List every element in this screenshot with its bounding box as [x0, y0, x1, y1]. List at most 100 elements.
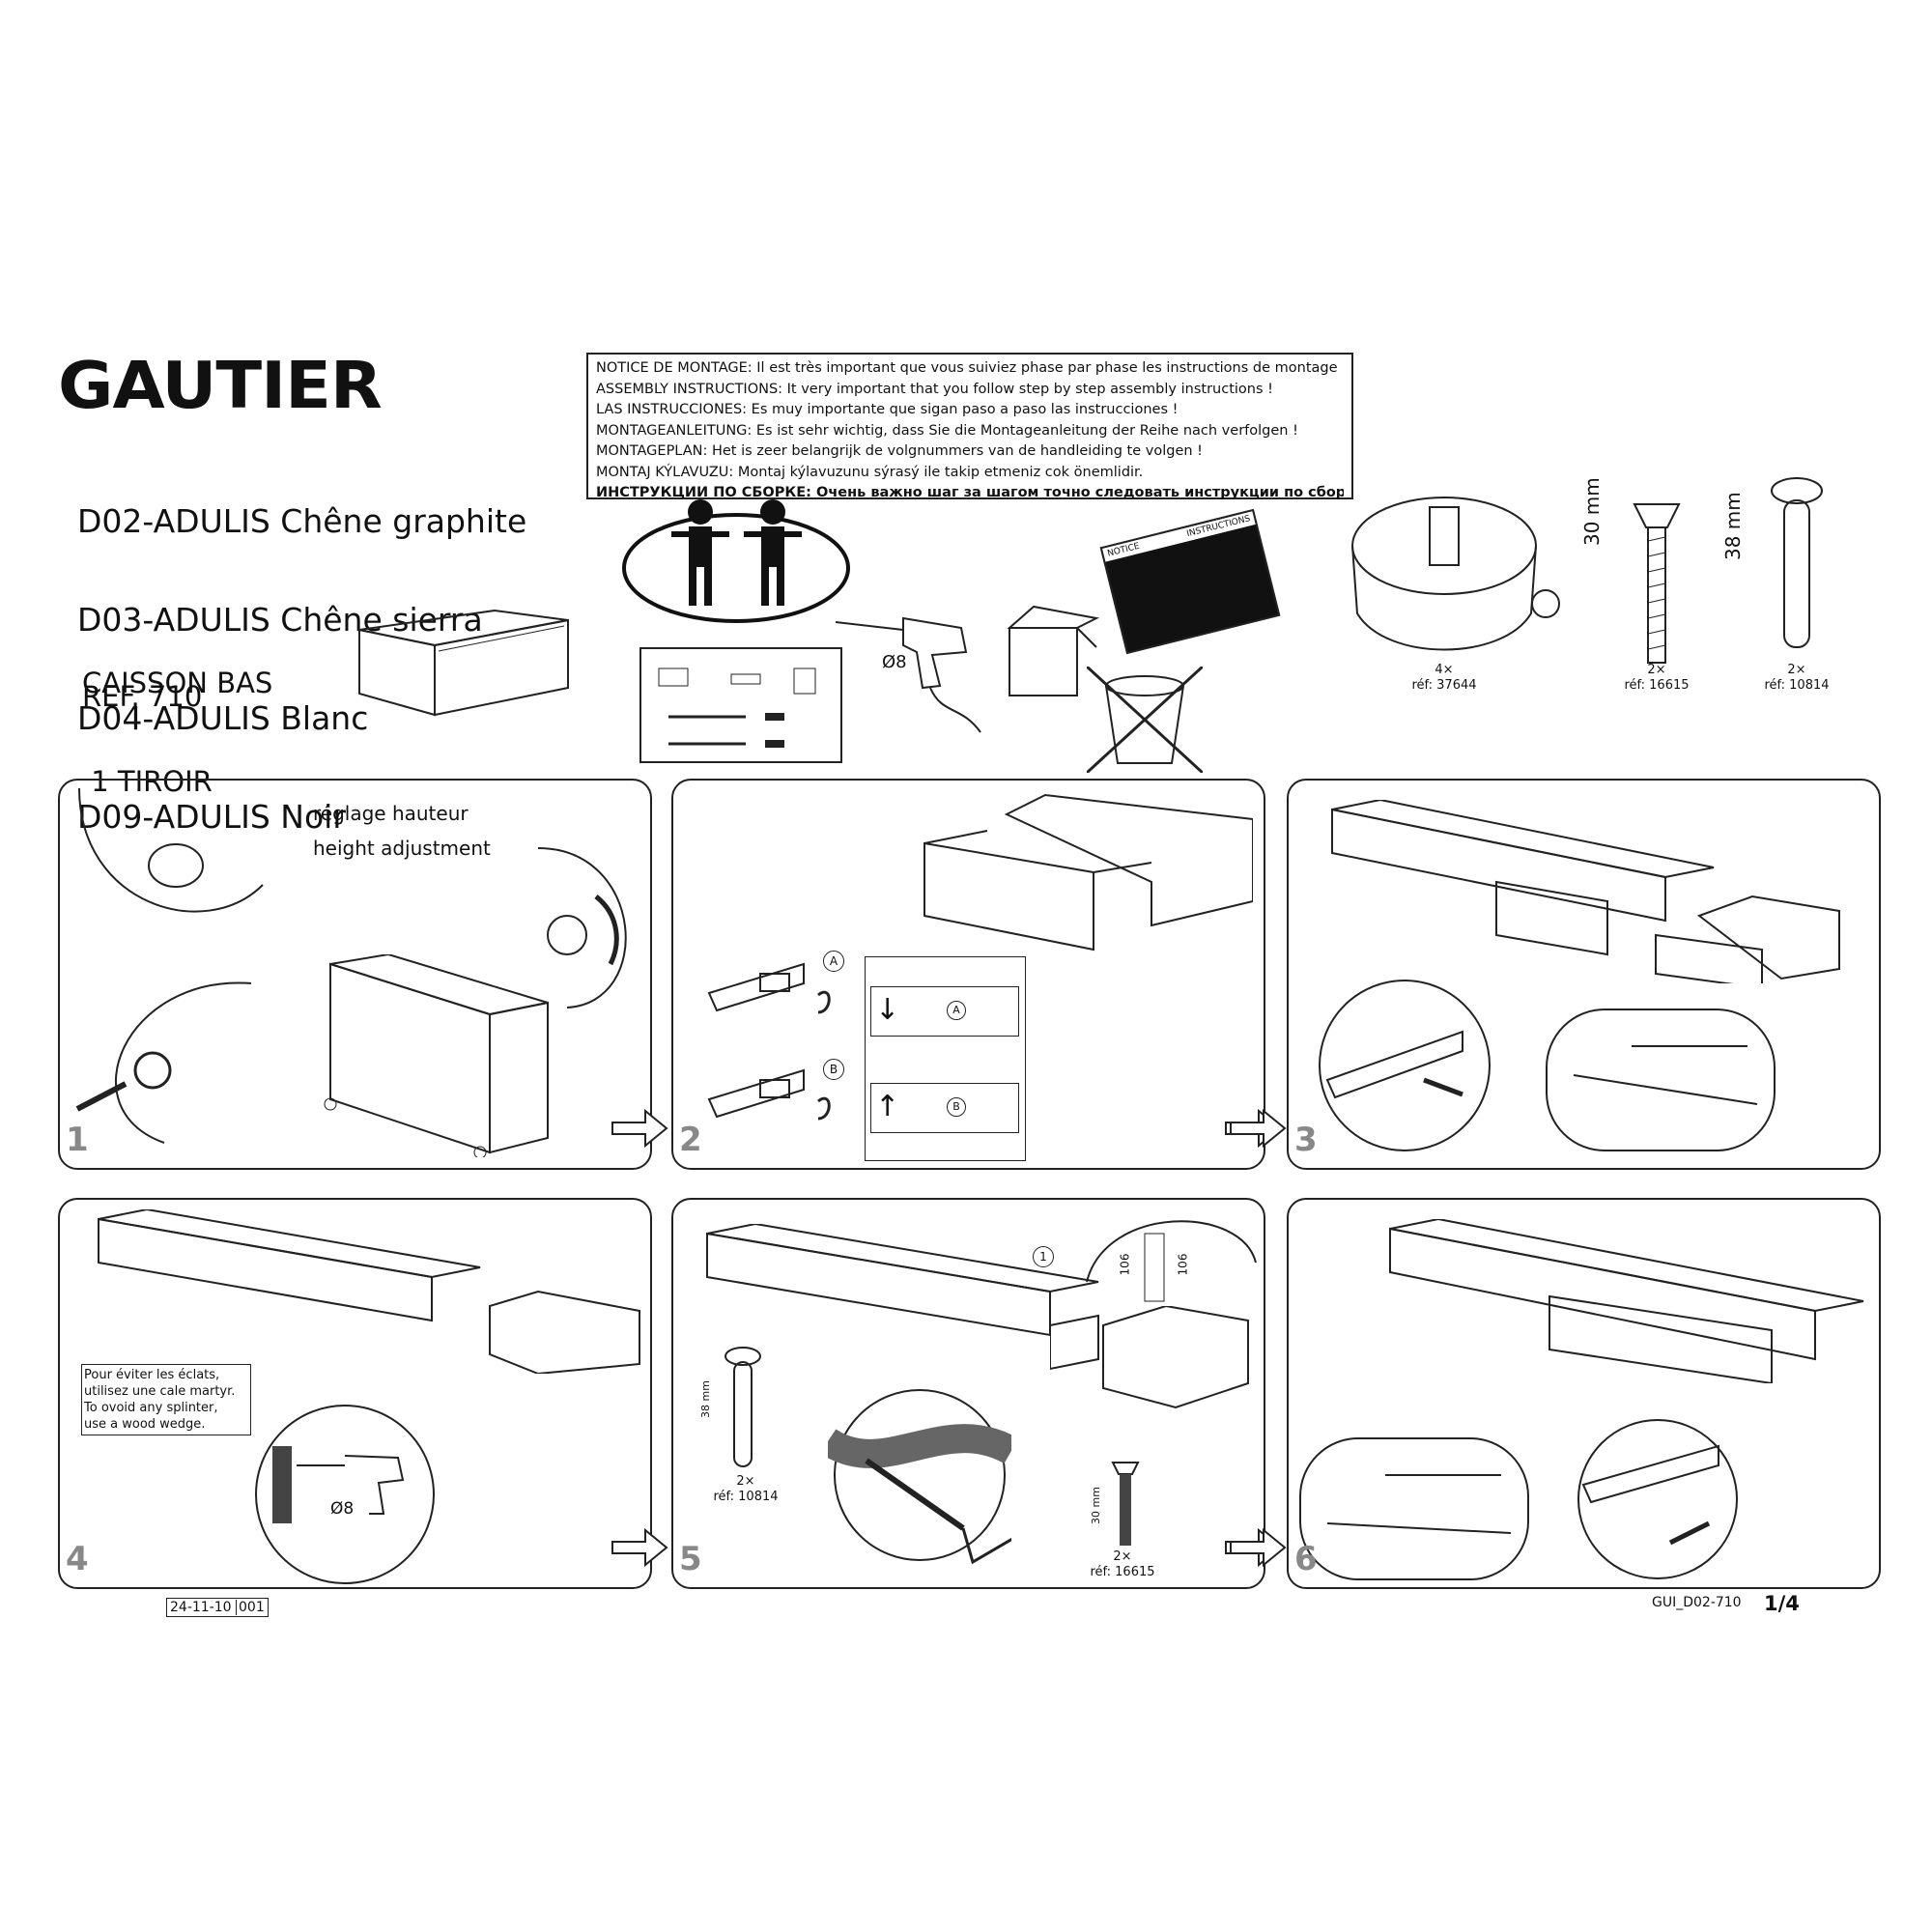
dimension-label: 106 — [1176, 1253, 1190, 1276]
hardware-ref: réf: 10814 — [713, 1490, 779, 1504]
step-panel-1: réglage hauteur height adjustment 1 — [58, 779, 668, 1170]
step-panel-3: 3 — [1230, 779, 1881, 1170]
screw-label: 2× réf: 16615 — [1079, 1549, 1166, 1580]
foot-part-icon — [1351, 497, 1560, 651]
screw-icon — [1633, 503, 1681, 664]
clip-lock-closeup — [1577, 1419, 1738, 1579]
pin-dim: 38 mm — [1721, 492, 1745, 560]
notice-line: LAS INSTRUCCIONES: Es muy importante que… — [596, 402, 1179, 417]
step-number: 4 — [66, 1540, 89, 1578]
drawer-lift-closeup — [1546, 1009, 1776, 1151]
label-height-fr: réglage hauteur — [313, 802, 469, 825]
drawer-open-illustration — [923, 793, 1253, 952]
label-height-en: height adjustment — [313, 837, 491, 860]
marker-b: B — [823, 1059, 844, 1080]
notice-card-left: NOTICE — [1106, 541, 1141, 559]
step-number: 1 — [66, 1121, 89, 1159]
cabinet-back-illustration — [324, 954, 549, 1157]
callout-1: 1 — [1033, 1246, 1054, 1267]
parts-box-icon — [1007, 605, 1100, 696]
next-arrow-icon — [611, 1528, 668, 1567]
wedge-note: Pour éviter les éclats, utilisez une cal… — [81, 1364, 251, 1435]
product-line1: CAISSON BAS — [82, 667, 273, 699]
notice-line: MONTAJ KÝLAVUZU: Montaj kýlavuzunu sýras… — [596, 464, 1144, 480]
footer-date-code: 24-11-10 001 — [166, 1598, 269, 1617]
model-line: D02-ADULIS Chêne graphite — [77, 502, 527, 540]
two-people-icon — [622, 499, 850, 623]
direction-down-row: ↓ A — [870, 986, 1019, 1037]
step-number: 3 — [1294, 1121, 1318, 1159]
hardware-1-label: 4× réf: 37644 — [1391, 663, 1497, 694]
hardware-ref: réf: 16615 — [1624, 678, 1690, 693]
page-number: 1/4 — [1764, 1592, 1800, 1615]
footer-doc-code: GUI_D02-710 — [1652, 1595, 1742, 1610]
adjust-closeup-illustration — [78, 788, 264, 913]
screw-dim: 30 mm — [1580, 477, 1604, 546]
next-arrow-icon — [611, 1109, 668, 1148]
screw-dim: 30 mm — [1089, 1487, 1102, 1524]
unit-drawers-illustration — [1331, 800, 1840, 983]
notice-line: ASSEMBLY INSTRUCTIONS: It very important… — [596, 381, 1273, 397]
footer-code: 001 — [236, 1600, 265, 1615]
marker-a: A — [947, 1001, 966, 1020]
foot-closeup-illustration — [75, 981, 252, 1144]
model-line: D09-ADULIS Noir — [77, 798, 346, 836]
step-number: 2 — [679, 1121, 702, 1159]
step-panel-5: 1 106 106 38 mm 2× réf: 10814 30 mm 2× r… — [671, 1198, 1282, 1589]
step-number: 6 — [1294, 1540, 1318, 1578]
notice-line: NOTICE DE MONTAGE: Il est très important… — [596, 360, 1344, 376]
pin-dim: 38 mm — [698, 1380, 712, 1418]
drill-size-label: Ø8 — [882, 652, 907, 672]
tools-icon — [639, 647, 842, 763]
model-list: D02-ADULIS Chêne graphite D03-ADULIS Chê… — [77, 440, 526, 867]
dim-closeup — [1086, 1220, 1257, 1302]
wedge-note-line: utilisez une cale martyr. — [84, 1384, 236, 1399]
model-line: D04-ADULIS Blanc — [77, 699, 369, 737]
wedge-note-line: To ovoid any splinter, — [84, 1401, 218, 1415]
notice-line: ИНСТРУКЦИИ ПО СБОРКЕ: Очень важно шаг за… — [596, 485, 1344, 500]
slide-clip-a-illustration — [707, 962, 831, 1014]
unit-frame-illustration — [98, 1209, 640, 1374]
notice-line: MONTAGEPLAN: Het is zeer belangrijk de v… — [596, 443, 1203, 459]
next-arrow-icon — [1230, 1109, 1287, 1148]
model-line: D03-ADULIS Chêne sierra — [77, 601, 483, 639]
assembly-notice: NOTICE DE MONTAGE: Il est très important… — [586, 353, 1353, 500]
wedge-note-line: Pour éviter les éclats, — [84, 1368, 220, 1382]
marker-a: A — [823, 951, 844, 972]
wedge-note-line: use a wood wedge. — [84, 1417, 206, 1432]
drill-icon — [836, 616, 981, 733]
drawer-insert-closeup — [1299, 1437, 1529, 1580]
unit-drawer-open-illustration — [1389, 1219, 1864, 1383]
screw-icon — [1111, 1462, 1140, 1546]
slide-clip-b-illustration — [707, 1068, 831, 1121]
arrow-down-icon: ↓ — [875, 993, 900, 1027]
pin-label: 2× réf: 10814 — [702, 1474, 789, 1505]
arrow-up-icon: ↑ — [875, 1090, 900, 1123]
no-trash-icon — [1087, 667, 1203, 773]
hardware-qty: 2× — [1787, 663, 1806, 677]
direction-up-row: ↑ B — [870, 1083, 1019, 1133]
product-name: CAISSON BAS 1 TIROIR — [82, 601, 272, 831]
step-number: 5 — [679, 1540, 702, 1578]
marker-b: B — [947, 1097, 966, 1117]
notice-card-right: INSTRUCTIONS — [1185, 514, 1252, 540]
step-panel-6: 6 — [1230, 1198, 1881, 1589]
hardware-ref: réf: 10814 — [1764, 678, 1830, 693]
notice-card: NOTICE INSTRUCTIONS — [1099, 508, 1281, 655]
brand-logo: GAUTIER — [58, 348, 383, 423]
next-arrow-icon — [1230, 1528, 1287, 1567]
hardware-qty: 2× — [736, 1474, 755, 1489]
hand-turn-illustration — [537, 847, 627, 1009]
hex-key-closeup — [828, 1389, 1011, 1565]
hardware-ref: réf: 37644 — [1411, 678, 1477, 693]
dowel-pin-icon — [1771, 477, 1823, 648]
step-panel-4: Pour éviter les éclats, utilisez une cal… — [58, 1198, 668, 1589]
hardware-2-label: 2× réf: 16615 — [1604, 663, 1710, 694]
clip-release-closeup — [1319, 980, 1491, 1151]
hardware-qty: 2× — [1647, 663, 1666, 677]
hardware-qty: 4× — [1435, 663, 1454, 677]
cabinet-open-illustration — [1050, 1306, 1249, 1409]
drill-wedge-closeup — [255, 1405, 435, 1584]
hardware-ref: réf: 16615 — [1090, 1565, 1155, 1579]
product-ref: REF. 710 — [82, 680, 203, 713]
